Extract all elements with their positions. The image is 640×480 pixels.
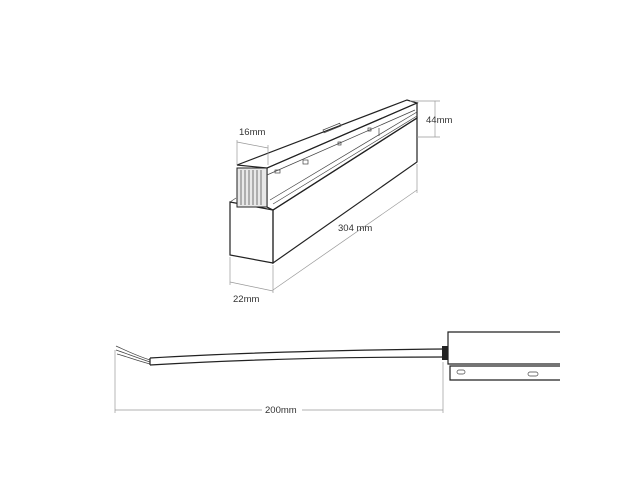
isometric-track-light-view (229, 99, 419, 265)
cable (149, 348, 446, 366)
dimension-label-width-top: 16mm (239, 127, 265, 138)
cable-dimension (114, 350, 444, 413)
dimension-label-height: 44mm (426, 115, 452, 126)
dimension-label-width-base: 22mm (233, 294, 259, 305)
housing-front-face (229, 201, 274, 264)
dimension-lines (229, 100, 440, 293)
side-view-with-cable (115, 331, 560, 381)
cable-grommet (442, 346, 448, 360)
cable-wires (115, 345, 151, 365)
connector-grille (240, 170, 262, 205)
driver-box (447, 331, 560, 365)
dimension-label-length: 304 mm (338, 223, 372, 234)
module-connector-face (236, 167, 268, 208)
dimension-label-cable-length: 200mm (265, 405, 297, 416)
